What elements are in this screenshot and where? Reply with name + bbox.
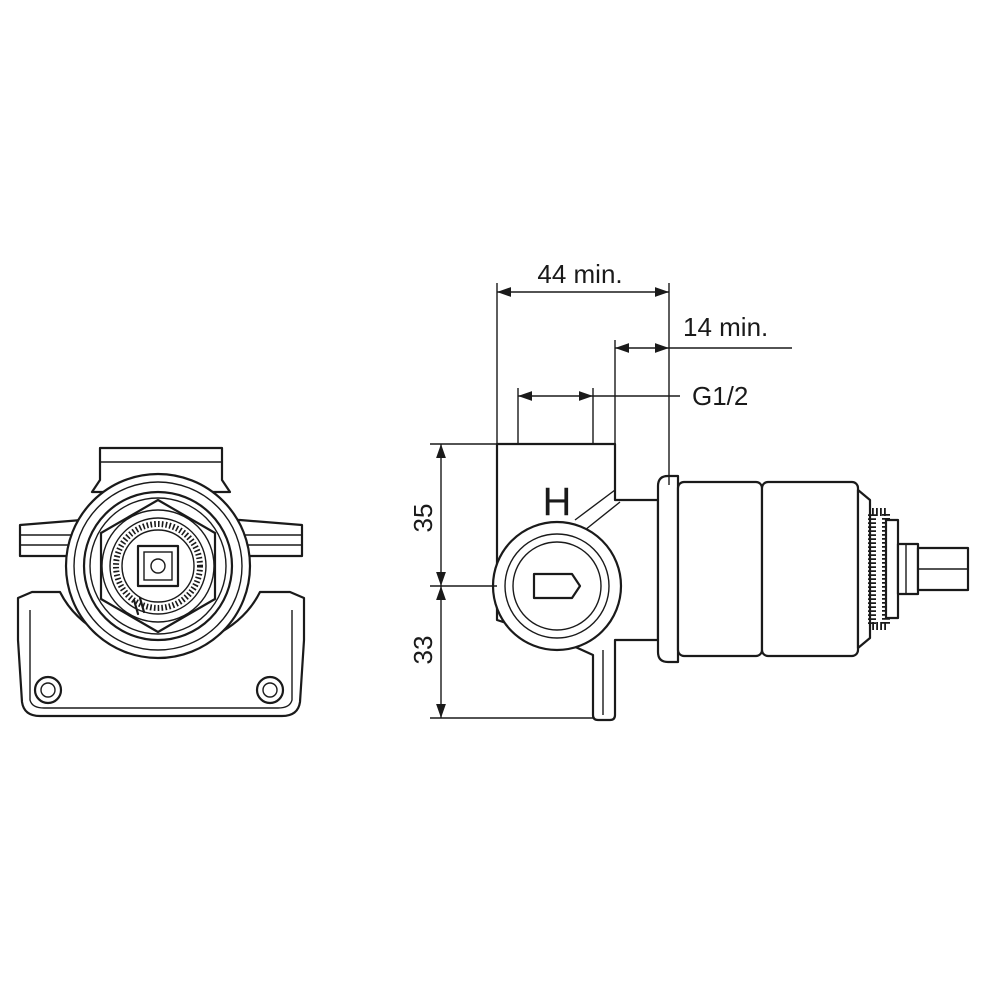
cartridge-collar <box>884 518 900 620</box>
side-inlet-slot <box>532 572 582 600</box>
side-flange <box>656 474 680 664</box>
dim-label-height-lower: 33 <box>408 636 438 665</box>
dim-label-width-total: 44 min. <box>537 259 622 289</box>
cartridge-splines <box>868 508 890 630</box>
spindle-base <box>896 542 920 596</box>
dim-label-width-cover: 14 min. <box>683 312 768 342</box>
cartridge-body-right <box>760 480 860 658</box>
dim-label-height-upper: 35 <box>408 504 438 533</box>
cartridge-body-left <box>676 480 764 658</box>
hot-marking-label: H <box>543 480 572 524</box>
mounting-hole-right <box>255 675 285 705</box>
dimension-lines: 44 min. 14 min. G1/2 35 33 <box>408 259 792 719</box>
mounting-hole-left <box>33 675 63 705</box>
side-view: H <box>491 442 970 722</box>
front-spline-ring <box>113 521 203 611</box>
dim-label-thread: G1/2 <box>692 381 748 411</box>
front-view <box>16 446 306 718</box>
